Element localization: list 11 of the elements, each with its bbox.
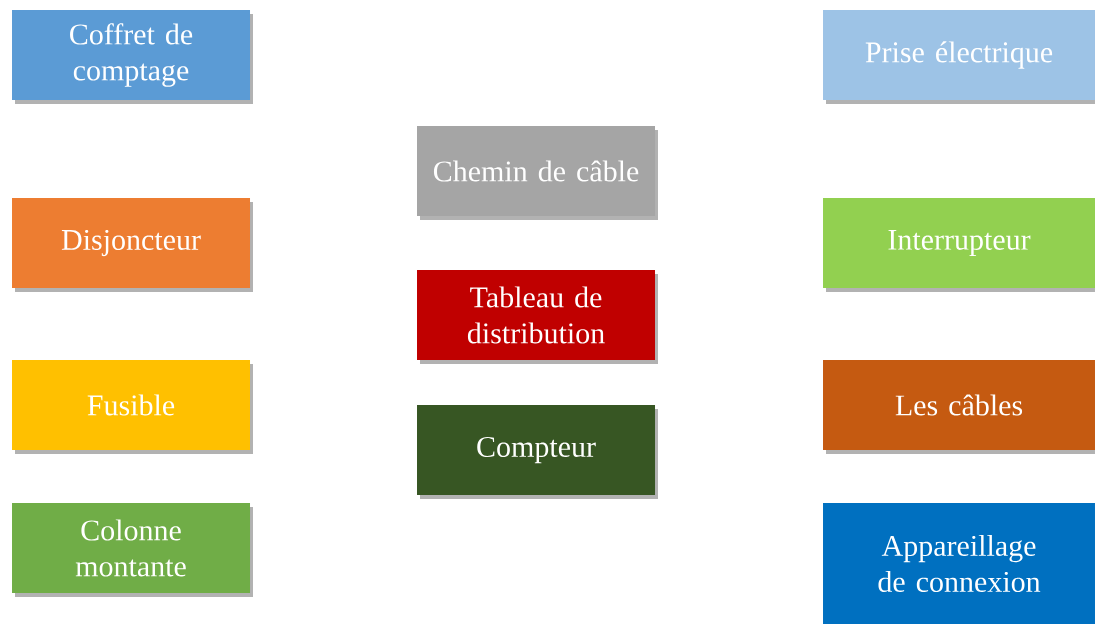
label-box: Prise électrique — [823, 10, 1095, 104]
label-box: Tableau de distribution — [417, 270, 658, 364]
label-box: Fusible — [12, 360, 253, 454]
label-box: Disjoncteur — [12, 198, 253, 292]
label-box: Interrupteur — [823, 198, 1095, 292]
label-box: Chemin de câble — [417, 126, 658, 220]
label-box: Coffret de comptage — [12, 10, 253, 104]
label-box: Les câbles — [823, 360, 1095, 454]
label-box: Appareillage de connexion — [823, 503, 1095, 624]
label-box: Compteur — [417, 405, 658, 499]
label-box: Colonne montante — [12, 503, 253, 597]
